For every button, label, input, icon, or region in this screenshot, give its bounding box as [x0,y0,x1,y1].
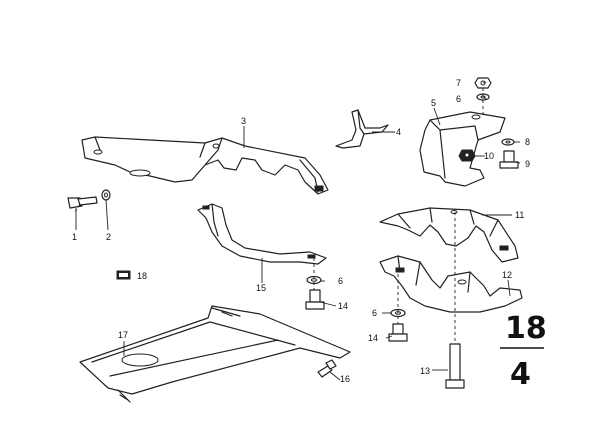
nut-part-10[interactable] [458,149,476,162]
page-reference-numerator: 18 [505,311,547,346]
callout-18: 18 [137,271,147,281]
callout-15: 15 [256,283,266,293]
screw-part-16[interactable] [317,359,337,378]
page-reference-denominator: 4 [510,357,531,392]
callout-8: 8 [525,137,530,147]
bolt-part-14-mid[interactable] [305,289,325,310]
washer-part-8[interactable] [501,138,515,146]
bracket-part-12[interactable] [379,255,523,313]
callout-13: 13 [420,366,430,376]
bolt-part-1[interactable] [67,196,98,209]
bolt-part-9[interactable] [499,150,519,169]
callout-6-bottom: 6 [372,308,377,318]
callout-16: 16 [340,374,350,384]
plate-part-17[interactable] [79,305,351,403]
callout-14-bottom: 14 [368,333,378,343]
callout-7: 7 [456,78,461,88]
callout-6-mid: 6 [338,276,343,286]
bracket-part-15[interactable] [197,203,327,265]
label-part-18[interactable] [116,270,131,280]
bolt-part-13[interactable] [445,343,465,389]
callout-4: 4 [396,127,401,137]
page-reference: 18 4 [500,311,547,392]
callout-11: 11 [515,210,524,220]
callout-9: 9 [525,159,530,169]
bracket-part-5[interactable] [419,111,506,187]
callout-3: 3 [241,116,246,126]
washer-part-2[interactable] [101,189,111,201]
bracket-part-4[interactable] [335,109,389,149]
bracket-part-11[interactable] [379,207,519,263]
callout-17: 17 [118,330,128,340]
callout-1: 1 [72,232,77,242]
callout-10: 10 [484,151,494,161]
callout-12: 12 [502,270,512,280]
callout-2: 2 [106,232,111,242]
callout-14-mid: 14 [338,301,348,311]
bolt-part-14-bottom[interactable] [388,323,408,342]
callout-labels: 1 2 3 4 5 6 6 6 7 8 9 10 11 12 13 14 14 … [72,78,530,384]
callout-6-top: 6 [456,94,461,104]
leader-lines [75,81,521,381]
bracket-part-3[interactable] [81,136,329,195]
callout-5: 5 [431,98,436,108]
